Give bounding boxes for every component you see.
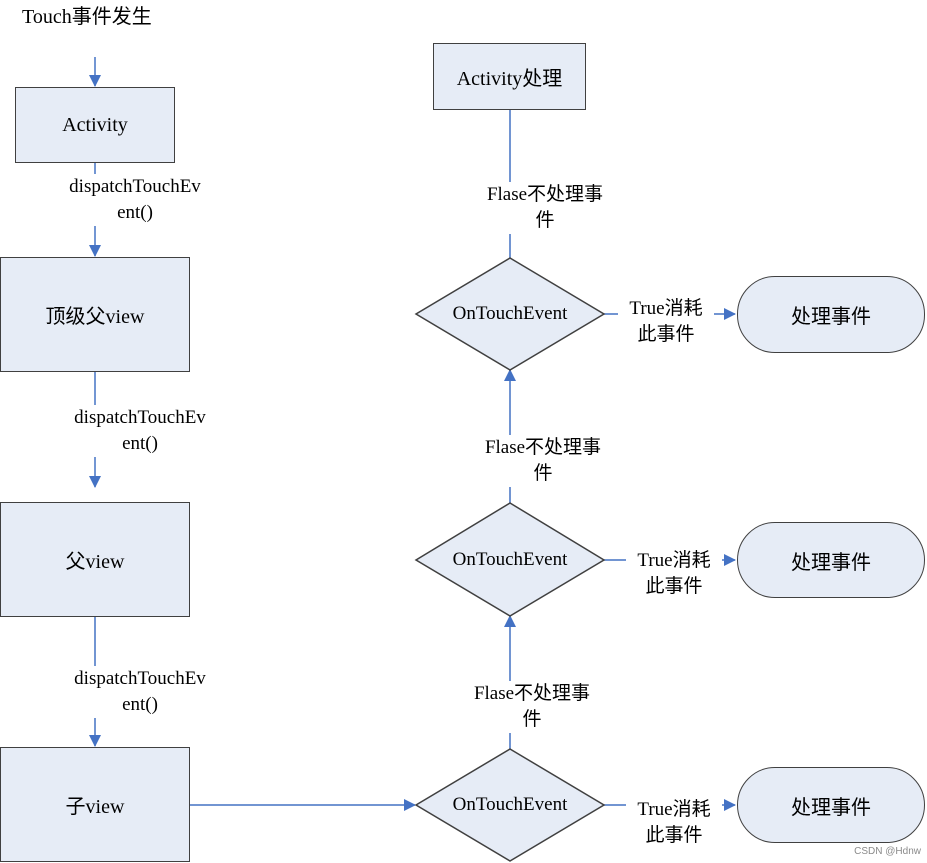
dispatch-label-1-line2: ent() [117,202,153,223]
top-parent-view-label: 顶级父view [45,306,145,328]
false-label-top-line2: 件 [535,210,555,231]
true-label-bottom-line1: True消耗 [637,799,711,820]
child-view-box: 子view [0,747,190,862]
top-parent-view-box: 顶级父view [0,257,190,372]
dispatch-label-3-line2: ent() [122,694,158,715]
child-view-label: 子view [65,796,125,818]
true-label-top-line1: True消耗 [629,298,703,319]
false-label-middle: Flase不处理事 件 [468,435,618,487]
parent-view-box: 父view [0,502,190,617]
dispatch-label-1-line1: dispatchTouchEv [69,176,201,197]
handle-event-top-label: 处理事件 [791,306,871,328]
activity-handle-label: Activity处理 [456,68,563,90]
dispatch-label-2: dispatchTouchEv ent() [50,405,230,457]
decision-diamond-middle [414,502,606,617]
true-label-top-line2: 此事件 [637,324,695,345]
true-label-top: True消耗 此事件 [618,296,714,348]
true-label-middle-line2: 此事件 [645,576,703,597]
diamond-top-label: OnTouchEvent [452,303,568,324]
dispatch-label-1: dispatchTouchEv ent() [45,174,225,226]
dispatch-label-2-line2: ent() [122,433,158,454]
watermark: CSDN @Hdnw [854,846,921,857]
false-label-top: Flase不处理事 件 [470,182,620,234]
handle-event-bottom-label: 处理事件 [791,796,871,819]
dispatch-label-3-line1: dispatchTouchEv [74,668,206,689]
false-label-bottom-line1: Flase不处理事 [473,683,591,704]
false-label-middle-line1: Flase不处理事 [484,437,602,458]
handle-event-middle-label: 处理事件 [791,551,871,574]
parent-view-label: 父view [65,551,125,573]
handle-event-bottom: 处理事件 [737,767,925,843]
start-label: Touch事件发生 [22,6,152,28]
diamond-middle-label: OnTouchEvent [452,549,568,570]
handle-event-middle: 处理事件 [737,522,925,598]
true-label-middle: True消耗 此事件 [626,548,722,600]
true-label-bottom: True消耗 此事件 [626,797,722,849]
handle-event-top: 处理事件 [737,276,925,353]
dispatch-label-2-line1: dispatchTouchEv [74,407,206,428]
true-label-bottom-line2: 此事件 [645,825,703,846]
dispatch-label-3: dispatchTouchEv ent() [50,666,230,718]
decision-diamond-bottom [414,748,606,862]
false-label-top-line1: Flase不处理事 [486,184,604,205]
decision-diamond-top [414,257,606,371]
false-label-middle-line2: 件 [533,463,553,484]
false-label-bottom: Flase不处理事 件 [457,681,607,733]
activity-box-label: Activity [62,113,128,136]
true-label-middle-line1: True消耗 [637,550,711,571]
false-label-bottom-line2: 件 [522,709,542,730]
activity-box: Activity [15,87,175,163]
activity-handle-box: Activity处理 [433,43,586,110]
diamond-bottom-label: OnTouchEvent [452,794,568,815]
